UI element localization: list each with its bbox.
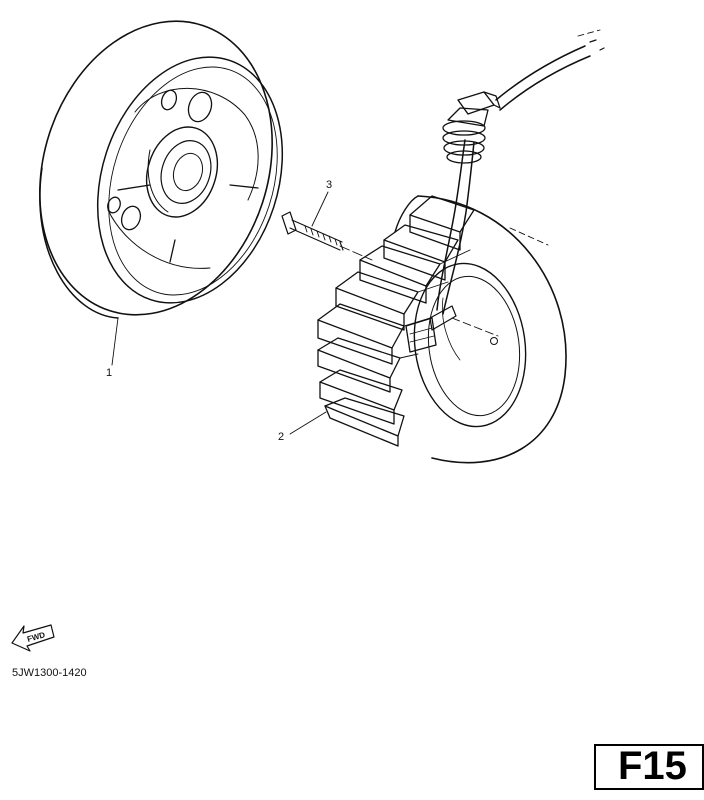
callout-2: 2 (278, 431, 284, 443)
stator-assembly (289, 29, 605, 464)
exploded-parts-diagram: 1 3 (11, 20, 605, 652)
flywheel-rotor (39, 20, 284, 366)
reference-code: 5JW1300-1420 (12, 667, 87, 679)
fwd-label: FWD (26, 630, 46, 644)
callout-1: 1 (106, 367, 112, 379)
bolt (281, 191, 344, 251)
page-tag-box: F15 (594, 744, 704, 790)
callout-3: 3 (326, 179, 332, 191)
page-tag: F15 (618, 744, 687, 788)
wire-grommet (442, 91, 501, 164)
fwd-arrow-icon: FWD (11, 624, 55, 652)
